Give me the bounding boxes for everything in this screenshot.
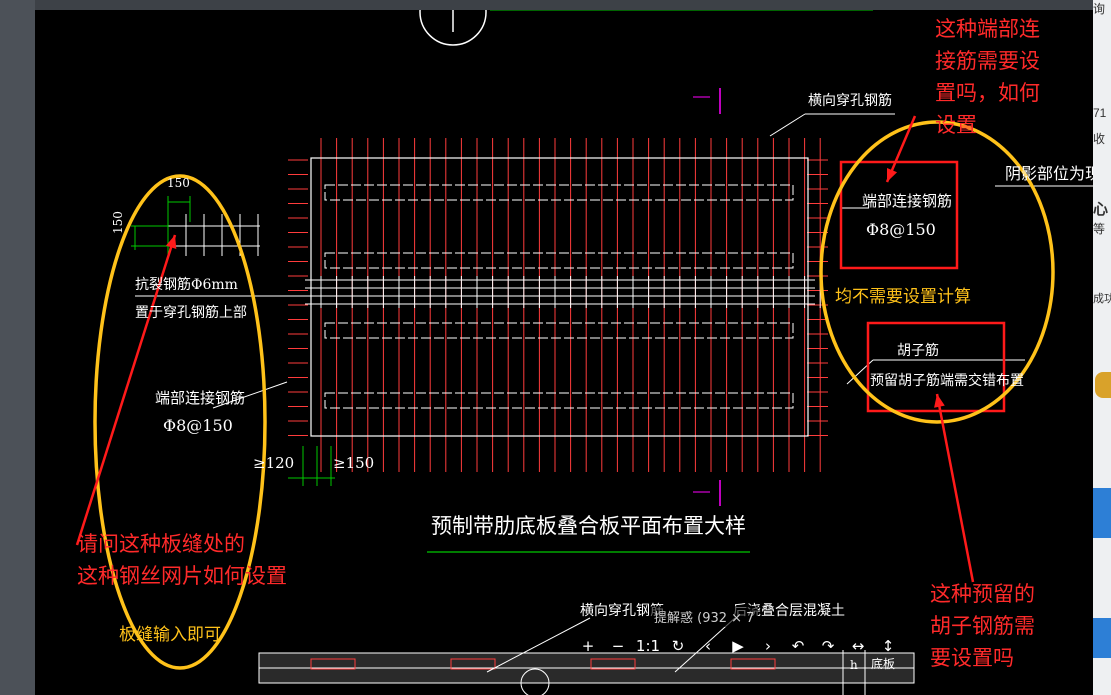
label-mesh-dim-v: 150 — [111, 211, 125, 234]
side-text-4: 等 — [1093, 222, 1106, 236]
mesh-arrow-head — [165, 235, 177, 249]
label-end-rebar-left: 端部连接钢筋 — [155, 389, 246, 407]
right-side-panel: 询 71 收 心 等 成功 — [1093, 0, 1111, 695]
answer-mesh: 板缝输入即可 — [119, 625, 221, 645]
end-rebar-box — [839, 160, 959, 270]
prev-button[interactable]: ‹ — [705, 637, 711, 655]
side-badge — [1095, 372, 1111, 398]
answer-end-rebar: 均不需要设置计算 — [835, 287, 971, 307]
bottom-circle — [520, 668, 550, 695]
side-blue-block-2 — [1093, 618, 1111, 658]
label-transverse-rebar-top: 横向穿孔钢筋 — [808, 93, 892, 109]
end-rebar-left-leader — [212, 381, 288, 409]
side-blue-block — [1093, 488, 1111, 538]
side-text-1: 71 — [1093, 106, 1107, 120]
mesh-arrow — [75, 234, 177, 546]
flip-horizontal-button[interactable]: ↔ — [851, 637, 865, 655]
image-viewer[interactable]: 横向穿孔钢筋 阴影部位为现浇 端部连接钢筋 Φ8@150 胡子筋 预留胡子筋端需… — [35, 10, 1093, 695]
actual-size-button[interactable]: 1:1 — [635, 637, 661, 655]
transverse-leader — [769, 113, 806, 137]
top-strip — [35, 0, 1093, 10]
reset-button[interactable]: ↻ — [671, 637, 685, 655]
play-button[interactable]: ▶ — [732, 637, 744, 655]
question-mesh: 请问这种板缝处的 这种钢丝网片如何设置 — [77, 532, 287, 588]
rib-strip — [324, 184, 794, 201]
whisker-arrow-head — [934, 394, 945, 408]
label-bottom-transverse: 横向穿孔钢筋 — [580, 603, 664, 619]
next-button[interactable]: › — [765, 637, 771, 655]
zoom-out-button[interactable]: − — [611, 637, 625, 655]
label-whisker-rebar: 胡子筋 — [897, 343, 939, 359]
bottom-section-rib — [590, 658, 636, 670]
side-text-5: 成功 — [1093, 293, 1111, 305]
label-bottom-slab: 底板 — [871, 657, 896, 671]
left-ellipse — [93, 174, 267, 670]
label-bottom-h: h — [850, 658, 858, 672]
label-mesh-note-2: 置于穿孔钢筋上部 — [135, 305, 247, 321]
rotate-left-button[interactable]: ↶ — [791, 637, 805, 655]
viewer-toolbar: +−1:1 ↻ ‹ ▶ › ↶ ↷ ↔ ↕ — [575, 632, 901, 660]
label-shadow-area: 阴影部位为现浇 — [1005, 164, 1093, 183]
side-text-0: 询 — [1093, 2, 1106, 16]
label-dim-left: ≥120 — [253, 454, 295, 472]
image-size-tooltip: 提解惑 (932 × 7 — [650, 606, 759, 627]
label-end-rebar-right: 端部连接钢筋 — [862, 192, 953, 210]
bottom-section-rib — [730, 658, 776, 670]
rotate-right-button[interactable]: ↷ — [821, 637, 835, 655]
cad-drawing — [75, 10, 1093, 695]
bottom-section-rib — [450, 658, 496, 670]
flip-vertical-button[interactable]: ↕ — [881, 637, 895, 655]
end-rebar-arrow-head — [887, 168, 898, 182]
question-end-rebar: 这种端部连 接筋需要设 置吗，如何 设置 — [935, 17, 1040, 137]
label-mesh-dim-h: 150 — [167, 176, 190, 190]
axis-circle — [419, 10, 487, 46]
label-bottom-cast: 后浇叠合层混凝土 — [733, 603, 845, 619]
side-text-2: 收 — [1093, 132, 1106, 146]
label-end-rebar-right-spec: Φ8@150 — [866, 220, 936, 239]
whisker-box — [866, 321, 1006, 413]
label-mesh-note-1: 抗裂钢筋Φ6mm — [135, 277, 238, 293]
label-whisker-note: 预留胡子筋端需交错布置 — [870, 373, 1024, 389]
rib-strip — [324, 322, 794, 339]
side-text-3: 心 — [1093, 201, 1109, 218]
whisker-arrow — [935, 393, 975, 583]
bottom-section-rib — [310, 658, 356, 670]
left-gutter — [0, 0, 35, 695]
slab-outline — [310, 157, 809, 437]
label-end-rebar-left-spec: Φ8@150 — [163, 416, 233, 435]
drawing-title: 预制带肋底板叠合板平面布置大样 — [431, 514, 746, 538]
bottom-leader — [486, 617, 591, 673]
question-whisker: 这种预留的 胡子钢筋需 要设置吗 — [930, 582, 1035, 670]
right-ellipse — [819, 120, 1055, 424]
rib-strip — [324, 252, 794, 269]
bottom-leader — [674, 617, 736, 673]
zoom-in-button[interactable]: + — [581, 637, 595, 655]
label-dim-right: ≥150 — [333, 454, 375, 472]
rib-strip — [324, 392, 794, 409]
